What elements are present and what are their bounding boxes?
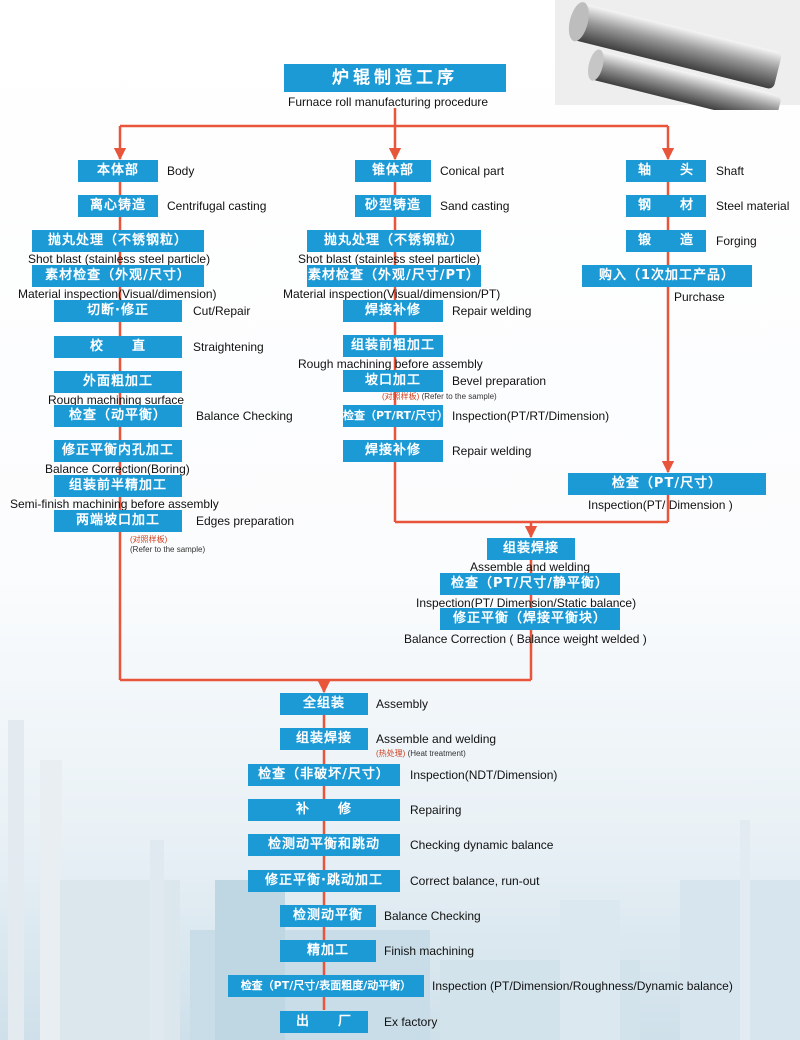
final-step-1-box: 全组装 xyxy=(280,693,368,715)
conical-step-7-label: Inspection(PT/RT/Dimension) xyxy=(452,409,610,423)
body-step-10-label: Edges preparation xyxy=(196,514,295,528)
final-step-6-label: Correct balance, run-out xyxy=(410,874,540,888)
heat-treatment-note: (热处理) (Heat treatment) xyxy=(376,749,466,759)
conical-header-box: 锥体部 xyxy=(355,160,431,182)
body-sample-note: (对照样板) (Refer to the sample) xyxy=(130,535,205,555)
body-sample-note-en: (Refer to the sample) xyxy=(130,545,206,554)
conical-step-8-label: Repair welding xyxy=(452,444,532,458)
conical-sample-note-cn: (对照样板) xyxy=(382,392,420,401)
conical-step-8-box: 焊接补修 xyxy=(343,440,443,462)
shaft-header-label: Shaft xyxy=(716,164,745,178)
body-step-2-box: 抛丸处理（不锈钢粒） xyxy=(32,230,204,252)
heat-treatment-note-en: (Heat treatment) xyxy=(407,749,466,758)
body-step-5-box: 校 直 xyxy=(54,336,182,358)
shaft-step-3-label: Purchase xyxy=(674,290,725,304)
merge-step-2-box: 检查（PT/尺寸/静平衡） xyxy=(440,573,620,595)
final-step-5-label: Checking dynamic balance xyxy=(410,838,554,852)
shaft-step-4-box: 检查（PT/尺寸） xyxy=(568,473,766,495)
conical-sample-note-en: (Refer to the sample) xyxy=(421,392,497,401)
body-header-label: Body xyxy=(167,164,195,178)
final-step-2-box: 组装焊接 xyxy=(280,728,368,750)
shaft-step-2-label: Forging xyxy=(716,234,757,248)
conical-step-4-label: Repair welding xyxy=(452,304,532,318)
conical-step-4-box: 焊接补修 xyxy=(343,300,443,322)
final-step-5-box: 检测动平衡和跳动 xyxy=(248,834,400,856)
body-step-9-box: 组装前半精加工 xyxy=(54,475,182,497)
body-step-7-label: Balance Checking xyxy=(196,409,293,423)
conical-step-2-label: Shot blast (stainless steel particle) xyxy=(298,252,481,266)
heat-treatment-note-cn: (热处理) xyxy=(376,749,406,758)
final-step-4-label: Repairing xyxy=(410,803,462,817)
shaft-step-1-label: Steel material xyxy=(716,199,790,213)
body-step-6-label: Rough machining surface xyxy=(48,393,185,407)
merge-step-2-label: Inspection(PT/ Dimension/Static balance) xyxy=(416,596,637,610)
conical-step-5-label: Rough machining before assembly xyxy=(298,357,483,371)
shaft-step-4-label: Inspection(PT/ Dimension ) xyxy=(588,498,733,512)
body-step-1-label: Centrifugal casting xyxy=(167,199,267,213)
roll-photo-image xyxy=(555,0,800,110)
body-step-4-label: Cut/Repair xyxy=(193,304,251,318)
shaft-step-3-box: 购入（1次加工产品） xyxy=(582,265,752,287)
body-step-1-box: 离心铸造 xyxy=(78,195,158,217)
body-sample-note-cn: (对照样板) xyxy=(130,535,168,544)
final-step-7-box: 检测动平衡 xyxy=(280,905,376,927)
conical-step-1-label: Sand casting xyxy=(440,199,510,213)
final-step-2-label: Assemble and welding xyxy=(376,732,497,746)
shaft-step-1-box: 钢 材 xyxy=(626,195,706,217)
final-step-3-label: Inspection(NDT/Dimension) xyxy=(410,768,558,782)
conical-header-label: Conical part xyxy=(440,164,505,178)
body-step-2-label: Shot blast (stainless steel particle) xyxy=(28,252,211,266)
title-english: Furnace roll manufacturing procedure xyxy=(288,95,489,109)
conical-step-6-label: Bevel preparation xyxy=(452,374,547,388)
body-step-3-label: Material inspection(Visual/dimension) xyxy=(18,287,217,301)
conical-step-3-label: Material inspection(Visual/dimension/PT) xyxy=(283,287,501,301)
final-step-8-label: Finish machining xyxy=(384,944,475,958)
body-step-6-box: 外面粗加工 xyxy=(54,371,182,393)
body-step-9-label: Semi-finish machining before assembly xyxy=(10,497,219,511)
final-step-3-box: 检查（非破坏/尺寸） xyxy=(248,764,400,786)
body-step-8-label: Balance Correction(Boring) xyxy=(45,462,190,476)
body-step-8-box: 修正平衡内孔加工 xyxy=(54,440,182,462)
final-step-7-label: Balance Checking xyxy=(384,909,481,923)
merge-step-3-label: Balance Correction ( Balance weight weld… xyxy=(404,632,647,646)
final-step-10-label: Ex factory xyxy=(384,1015,438,1029)
body-step-3-box: 素材检查（外观/尺寸） xyxy=(32,265,204,287)
shaft-step-2-box: 锻 造 xyxy=(626,230,706,252)
conical-step-7-box: 检查（PT/RT/尺寸） xyxy=(343,405,443,427)
final-step-9-box: 检查（PT/尺寸/表面粗度/动平衡） xyxy=(228,975,424,997)
body-step-5-label: Straightening xyxy=(193,340,264,354)
conical-step-5-box: 组装前粗加工 xyxy=(343,335,443,357)
conical-step-3-box: 素材检查（外观/尺寸/PT） xyxy=(307,265,481,287)
final-step-4-box: 补 修 xyxy=(248,799,400,821)
body-step-7-box: 检查（动平衡） xyxy=(54,405,182,427)
final-step-1-label: Assembly xyxy=(376,697,429,711)
conical-sample-note: (对照样板) (Refer to the sample) xyxy=(382,392,497,402)
final-step-8-box: 精加工 xyxy=(280,940,376,962)
final-step-10-box: 出 厂 xyxy=(280,1011,368,1033)
conical-step-6-box: 坡口加工 xyxy=(343,370,443,392)
merge-step-3-box: 修正平衡（焊接平衡块） xyxy=(440,608,620,630)
merge-step-1-label: Assemble and welding xyxy=(470,560,591,574)
shaft-header-box: 轴 头 xyxy=(626,160,706,182)
conical-step-1-box: 砂型铸造 xyxy=(355,195,431,217)
merge-step-1-box: 组装焊接 xyxy=(487,538,575,560)
body-step-4-box: 切断·修正 xyxy=(54,300,182,322)
title-box: 炉辊制造工序 xyxy=(284,64,506,92)
final-step-6-box: 修正平衡·跳动加工 xyxy=(248,870,400,892)
conical-step-2-box: 抛丸处理（不锈钢粒） xyxy=(307,230,481,252)
final-step-9-label: Inspection (PT/Dimension/Roughness/Dynam… xyxy=(432,979,733,993)
body-step-10-box: 两端坡口加工 xyxy=(54,510,182,532)
body-header-box: 本体部 xyxy=(78,160,158,182)
